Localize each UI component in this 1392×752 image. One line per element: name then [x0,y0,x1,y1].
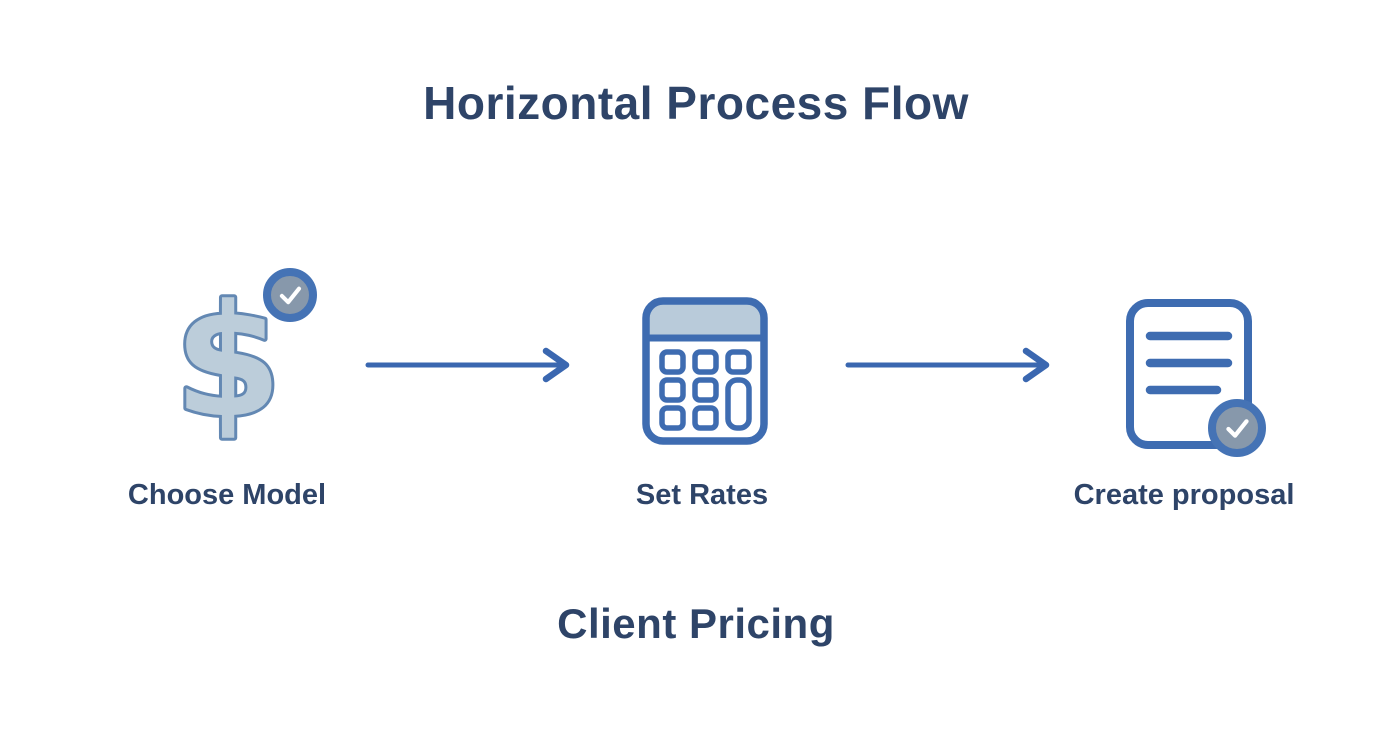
arrow-right-icon [365,347,570,383]
step-label-create-proposal: Create proposal [1073,479,1295,511]
check-badge-icon [1208,399,1266,457]
diagram-title: Horizontal Process Flow [423,77,969,129]
step-label-set-rates: Set Rates [635,479,769,511]
step-label-choose-model: Choose Model [127,479,327,511]
calculator-icon [641,296,769,451]
diagram-subtitle: Client Pricing [557,600,835,647]
check-badge-icon [263,268,317,322]
arrow-right-icon [845,347,1050,383]
